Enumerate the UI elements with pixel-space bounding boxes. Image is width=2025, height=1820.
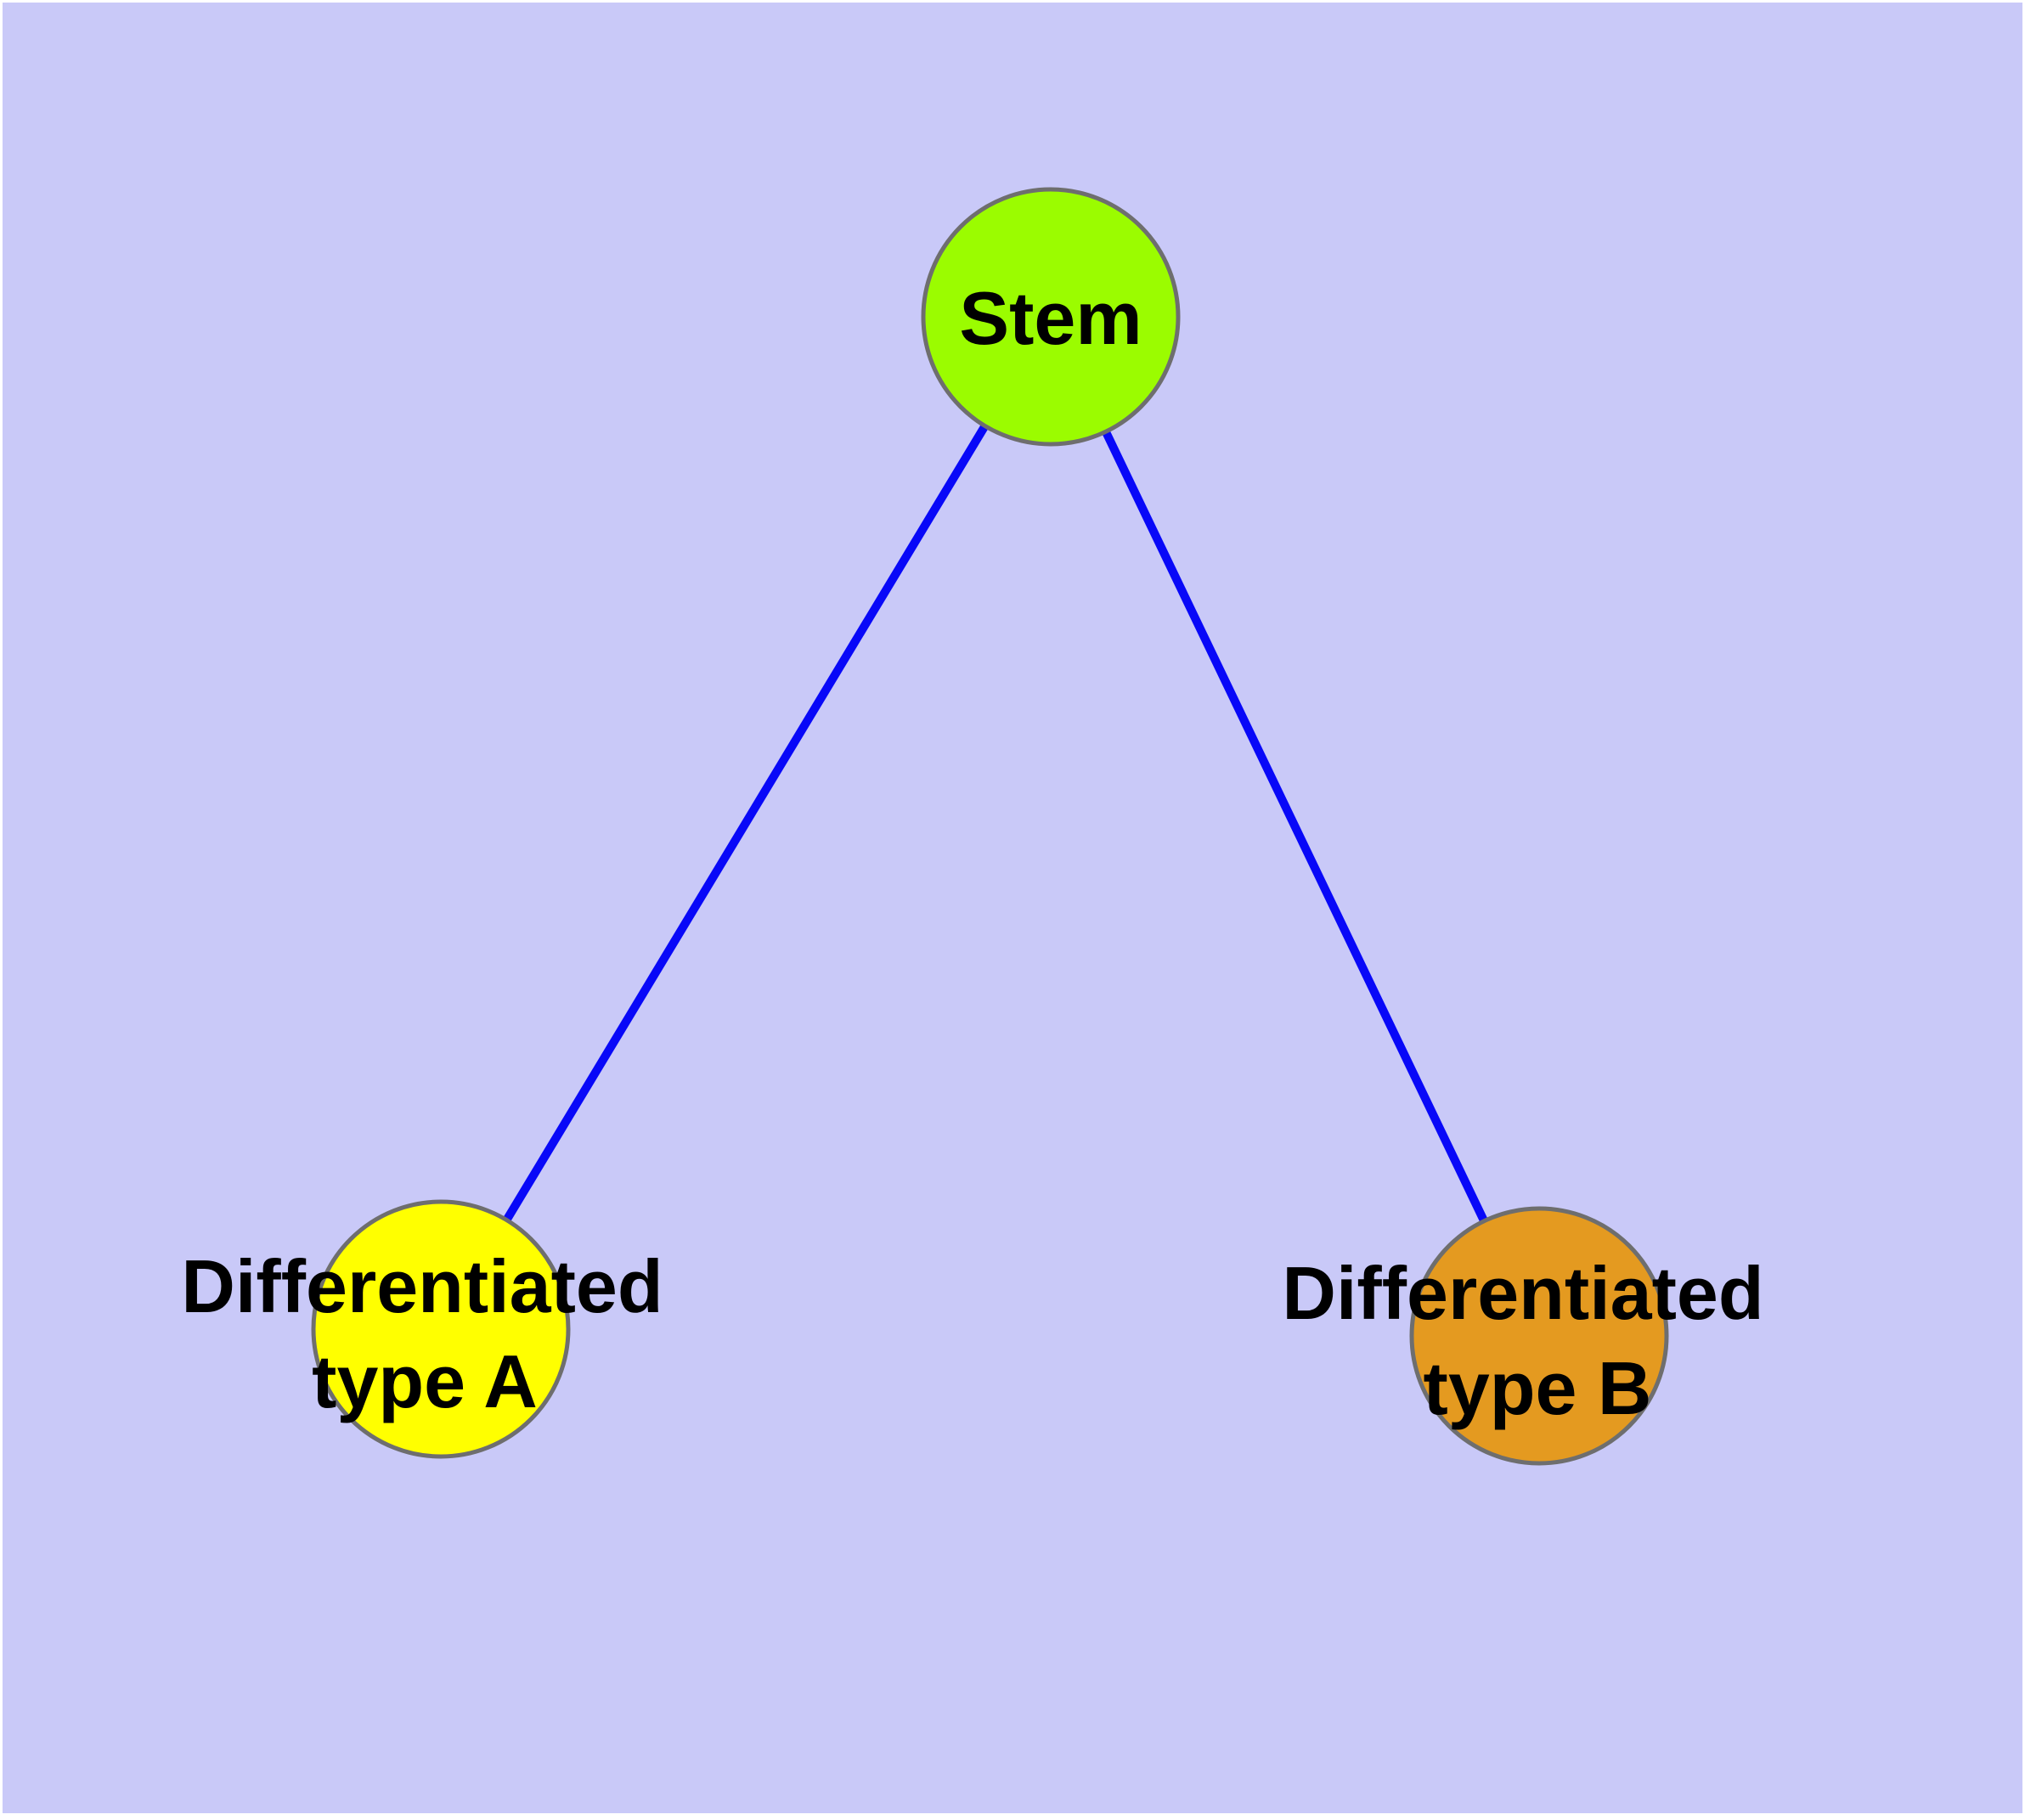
node-type-b-label-line2: type B xyxy=(1424,1346,1652,1430)
node-type-a-circle xyxy=(311,1199,571,1459)
node-type-b-label-line1: Differentiated xyxy=(1282,1251,1763,1335)
node-stem-label: Stem xyxy=(959,276,1142,360)
node-stem-circle xyxy=(921,187,1181,447)
edge-stem-to-type-b xyxy=(1046,314,1543,1338)
node-type-a-label-line2: type A xyxy=(312,1339,538,1423)
node-type-a-label-line1: Differentiated xyxy=(181,1244,663,1328)
node-type-b-circle xyxy=(1409,1206,1669,1466)
edge-stem-to-type-a xyxy=(437,314,1055,1332)
